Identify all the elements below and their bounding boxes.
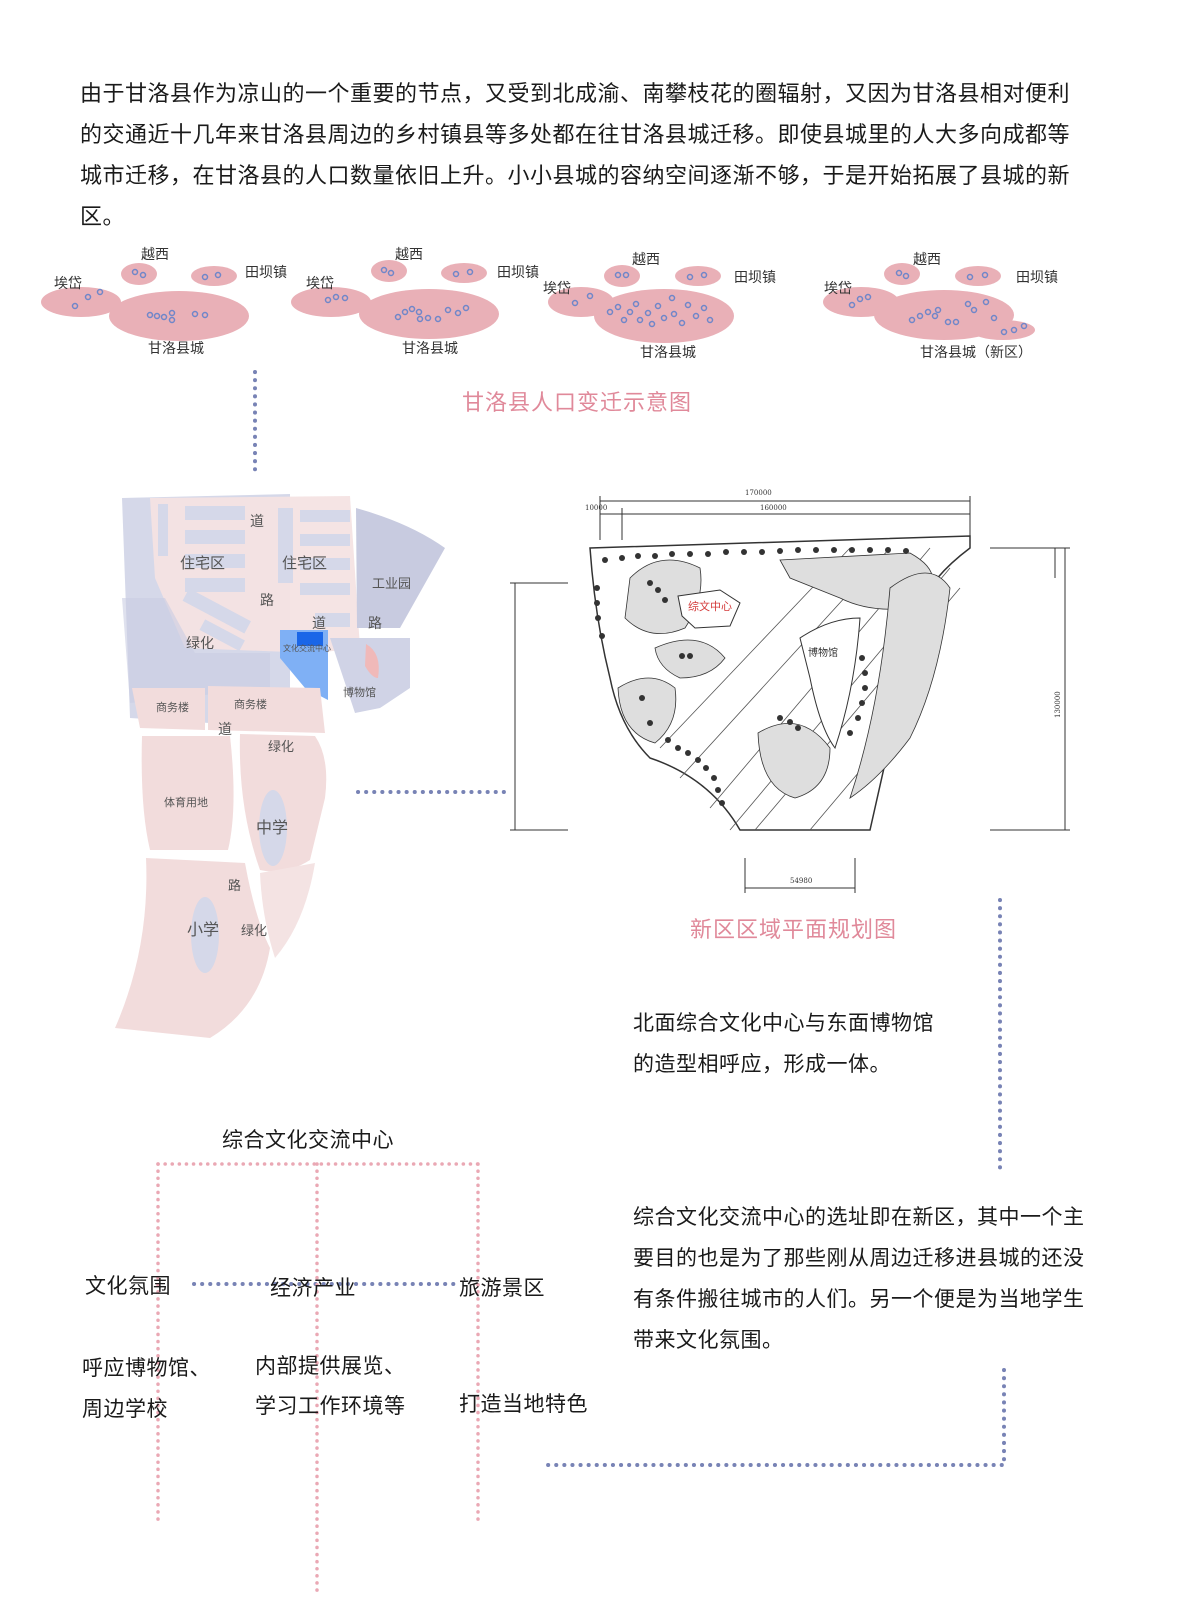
label-culture-center: 文化交流中心 — [283, 643, 331, 653]
label-business-2: 商务楼 — [234, 697, 267, 711]
label-yuexi: 越西 — [141, 247, 169, 263]
tree-detail-1a: 呼应博物馆、 — [82, 1356, 211, 1380]
population-panel-1: 越西 埃岱 田坝镇 甘洛县城 — [41, 247, 287, 357]
site-culture-label: 综文中心 — [688, 599, 732, 613]
label-yuexi: 越西 — [395, 247, 423, 263]
label-road-4: 路 — [368, 616, 382, 632]
population-diagram: 越西 埃岱 田坝镇 甘洛县城 越西 埃岱 田坝镇 甘洛县城 越西 埃岱 — [41, 247, 1058, 361]
zoning-map: 住宅区 住宅区 道 路 道 路 工业园 绿化 文化交流中心 博物馆 商务楼 商务… — [115, 494, 445, 1038]
label-road-2: 路 — [260, 593, 274, 609]
site-plan-caption: 新区区域平面规划图 — [690, 918, 898, 943]
label-road-5: 道 — [218, 722, 232, 738]
label-road-6: 路 — [228, 878, 241, 894]
label-tianba: 田坝镇 — [245, 265, 287, 281]
label-primary-school: 小学 — [187, 920, 219, 939]
label-road-1: 道 — [250, 514, 264, 530]
label-yuexi: 越西 — [913, 252, 941, 268]
label-tianba: 田坝镇 — [497, 265, 539, 281]
note-site-selection: 综合文化交流中心的选址即在新区，其中一个主要目的也是为了那些刚从周边迁移进县城的… — [633, 1205, 1085, 1352]
label-green-1: 绿化 — [186, 636, 214, 652]
tree-branch-culture: 文化氛围 — [85, 1274, 171, 1298]
dim-total: 170000 — [745, 489, 772, 497]
label-road-3: 道 — [312, 616, 326, 632]
label-business-1: 商务楼 — [156, 700, 189, 714]
dim-bottom: 54980 — [790, 877, 812, 885]
label-county: 甘洛县城 — [640, 345, 696, 361]
label-aidai: 埃岱 — [543, 281, 571, 297]
site-plan: 综文中心 博物馆 170000 10000 160000 120000 1300… — [510, 489, 1070, 893]
connector-note-to-tree — [546, 1368, 1006, 1467]
label-tianba: 田坝镇 — [734, 270, 776, 286]
label-museum: 博物馆 — [343, 685, 376, 699]
site-museum-label: 博物馆 — [808, 646, 838, 659]
tree-detail-1b: 周边学校 — [82, 1397, 168, 1421]
label-county: 甘洛县城 — [402, 341, 458, 357]
label-residential-2: 住宅区 — [282, 554, 327, 572]
tree-detail-2b: 学习工作环境等 — [255, 1394, 406, 1418]
dim-left: 10000 — [585, 504, 607, 512]
population-panel-3: 越西 埃岱 田坝镇 甘洛县城 — [543, 252, 776, 361]
label-residential-1: 住宅区 — [180, 554, 225, 572]
label-industrial: 工业园 — [372, 577, 411, 592]
tree-detail-2a: 内部提供展览、 — [255, 1354, 406, 1378]
label-yuexi: 越西 — [632, 252, 660, 268]
label-aidai: 埃岱 — [824, 281, 852, 297]
label-sports: 体育用地 — [164, 795, 208, 809]
tree-branch-economy: 经济产业 — [270, 1276, 356, 1300]
label-aidai: 埃岱 — [306, 276, 334, 292]
note-design-relation: 北面综合文化中心与东面博物馆的造型相呼应，形成一体。 — [633, 1011, 934, 1076]
label-tianba: 田坝镇 — [1016, 270, 1058, 286]
population-diagram-caption: 甘洛县人口变迁示意图 — [462, 391, 693, 416]
tree-detail-3: 打造当地特色 — [459, 1392, 588, 1416]
label-green-3: 绿化 — [241, 924, 267, 939]
dim-height-right: 130000 — [1054, 691, 1062, 718]
label-middle-school: 中学 — [256, 818, 288, 837]
population-panel-4: 越西 埃岱 田坝镇 甘洛县城（新区） — [823, 252, 1058, 361]
tree-root: 综合文化交流中心 — [222, 1128, 394, 1152]
label-green-2: 绿化 — [268, 740, 294, 755]
intro-paragraph: 由于甘洛县作为凉山的一个重要的节点，又受到北成渝、南攀枝花的圈辐射，又因为甘洛县… — [80, 82, 1071, 230]
population-panel-2: 越西 埃岱 田坝镇 甘洛县城 — [291, 247, 539, 357]
label-county: 甘洛县城（新区） — [920, 345, 1032, 361]
label-aidai: 埃岱 — [54, 276, 82, 292]
dim-main: 160000 — [760, 504, 787, 512]
tree-branch-tourism: 旅游景区 — [459, 1276, 545, 1300]
label-county: 甘洛县城 — [148, 341, 204, 357]
dim-height-left: 120000 — [510, 691, 512, 718]
